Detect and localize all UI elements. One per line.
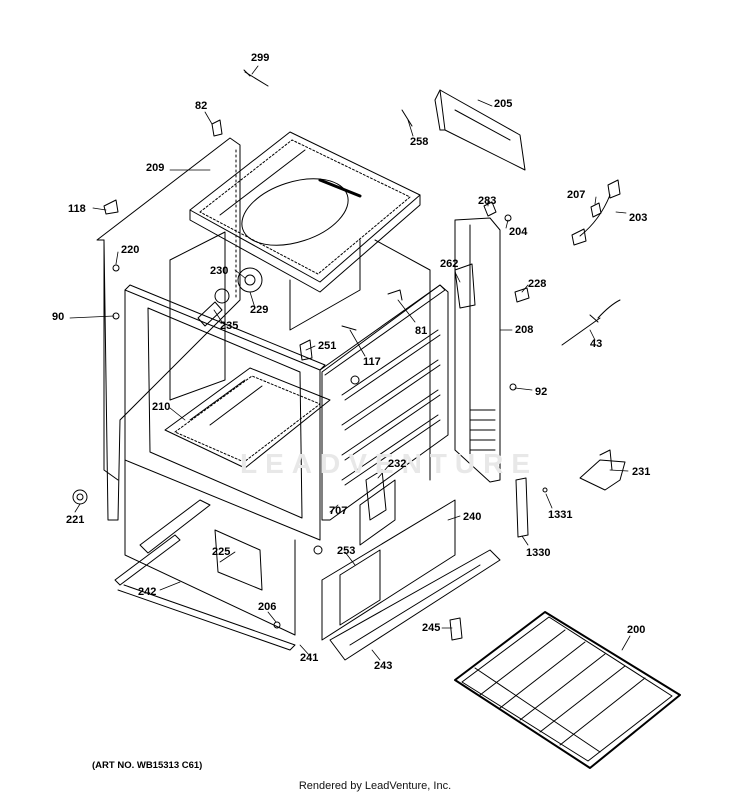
callout-label: 208 <box>515 324 534 336</box>
callout-label: 207 <box>567 189 586 201</box>
callout-label: 81 <box>415 325 428 337</box>
callout-label: 221 <box>66 514 85 526</box>
control-bracket <box>434 89 526 171</box>
callout-label: 118 <box>68 203 86 215</box>
callout-label: 204 <box>509 226 528 238</box>
watermark: LEADVENTURE <box>240 448 539 479</box>
oven-back <box>169 231 431 481</box>
callout-label: 206 <box>258 601 277 613</box>
right-side-panel <box>321 284 449 521</box>
callout-label: 117 <box>363 356 381 368</box>
left-side-panel <box>96 137 241 521</box>
callout-label: 299 <box>251 52 270 64</box>
callout-label: 251 <box>318 340 337 352</box>
callout-label: 707 <box>329 505 348 517</box>
callout-label: 220 <box>121 244 140 256</box>
callout-label: 241 <box>300 652 319 664</box>
callout-label: 230 <box>210 265 229 277</box>
oven-liner <box>164 367 331 469</box>
callout-label: 225 <box>212 546 231 558</box>
callout-label: 243 <box>374 660 393 672</box>
callout-label: 228 <box>528 278 547 290</box>
callout-label: 82 <box>195 100 208 112</box>
callout-label: 92 <box>535 386 548 398</box>
callout-label: 231 <box>632 466 651 478</box>
callout-label: 240 <box>463 511 482 523</box>
callout-label: 242 <box>138 586 157 598</box>
callout-label: 262 <box>440 258 459 270</box>
render-credit: Rendered by LeadVenture, Inc. <box>298 780 452 792</box>
callout-label: 229 <box>250 304 269 316</box>
callout-label: 1330 <box>526 547 551 559</box>
callout-label: 1331 <box>548 509 573 521</box>
callout-label: 90 <box>52 311 65 323</box>
callout-label: 258 <box>410 136 429 148</box>
oven-rack <box>454 611 681 769</box>
callout-label: 209 <box>146 162 165 174</box>
small-components <box>72 69 626 641</box>
callout-label: 205 <box>494 98 513 110</box>
callout-label: 43 <box>590 338 603 350</box>
callout-label: 235 <box>220 320 239 332</box>
callout-label: 253 <box>337 545 356 557</box>
callout-label: 245 <box>422 622 441 634</box>
leader-lines <box>69 65 631 661</box>
art-number: (ART NO. WB15313 C61) <box>92 760 203 771</box>
callout-label: 283 <box>478 195 497 207</box>
kick-panels <box>114 499 296 651</box>
callout-label: 232 <box>388 458 407 470</box>
callout-label: 200 <box>627 624 646 636</box>
rear-channel <box>454 217 501 483</box>
top-panel <box>189 131 421 293</box>
callout-label: 210 <box>152 401 171 413</box>
callout-label: 203 <box>629 212 648 224</box>
lower-panels <box>321 479 501 661</box>
